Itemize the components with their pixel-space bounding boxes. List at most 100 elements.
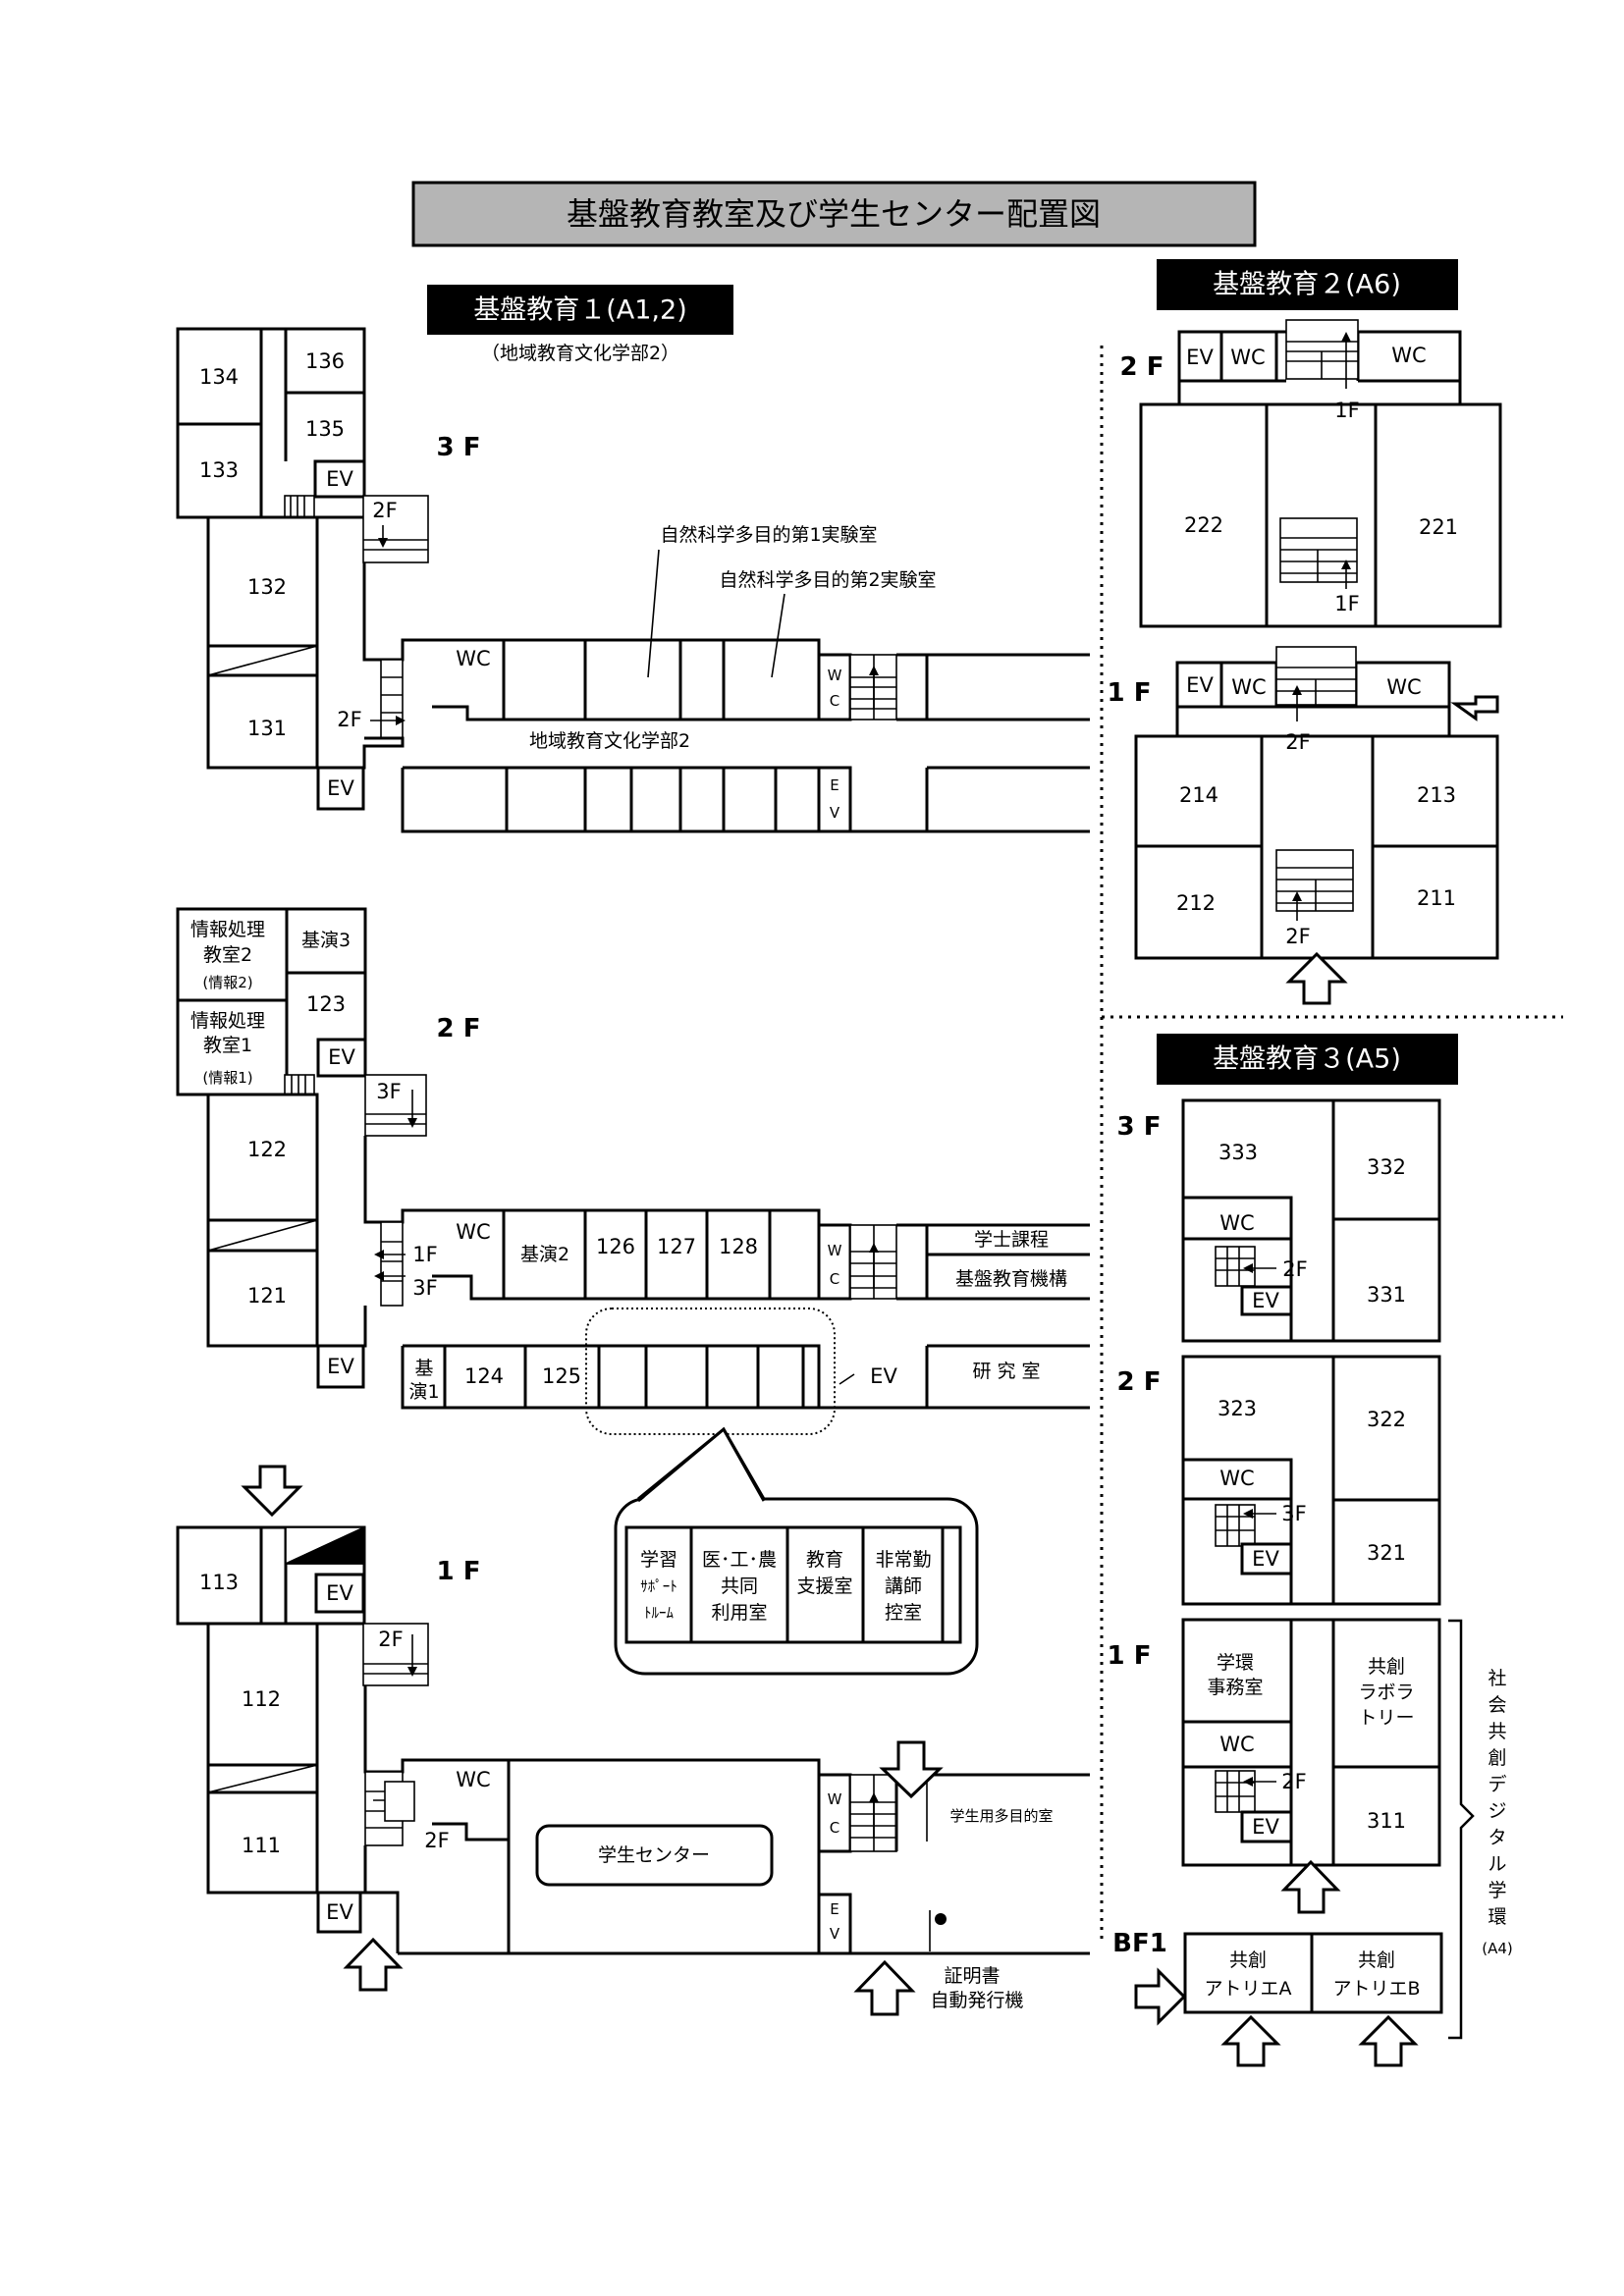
room-321: 321 xyxy=(1367,1541,1406,1565)
atelier-a-l1: 共創 xyxy=(1229,1949,1267,1971)
room-127: 127 xyxy=(657,1235,696,1258)
room-332: 332 xyxy=(1367,1155,1406,1179)
callout-gakushu-l3: ﾄﾙｰﾑ xyxy=(644,1604,675,1622)
wc-w: W xyxy=(828,667,842,684)
building-2-name: 基盤教育２(A6) xyxy=(1213,270,1401,300)
room-121: 121 xyxy=(247,1284,287,1308)
room-135: 135 xyxy=(305,417,345,441)
stair-arrow-2f-b: 2F xyxy=(337,708,361,731)
stair-arrow-2f-1f: 2F xyxy=(378,1628,403,1651)
dept-label: 地域教育文化学部2 xyxy=(529,730,690,752)
b3-1f-ev: EV xyxy=(1252,1815,1279,1839)
label-kenkyu: 研 究 室 xyxy=(972,1361,1040,1382)
room-211: 211 xyxy=(1417,886,1456,910)
room-311: 311 xyxy=(1367,1809,1406,1833)
b3-entrance-arrow xyxy=(1280,1859,1341,1914)
bracket-c5: ジ xyxy=(1488,1800,1506,1822)
building-3-header: 基盤教育３(A5) xyxy=(1157,1034,1458,1085)
b2-1f-stair-2f: 2F xyxy=(1285,730,1310,754)
b1-1f-wc: WC xyxy=(456,1768,490,1791)
wc-c: C xyxy=(830,692,839,710)
callout-shien-l1: 教育 xyxy=(806,1549,843,1571)
b1-floor-2: 2 F 情報処理 教室2 (情報2) 情報処理 教室1 (情報1) 基演3 12… xyxy=(176,907,1090,1676)
entrance-arrow-east xyxy=(879,1740,944,1799)
b3-3f-stair-2f: 2F xyxy=(1282,1257,1307,1281)
bf1-entrance-arrow-west xyxy=(1134,1967,1187,2026)
b3-2f-ev: EV xyxy=(1252,1547,1279,1571)
callout-hijokin-l1: 非常勤 xyxy=(875,1549,931,1571)
b1-2f-ev-top: EV xyxy=(328,1045,355,1069)
student-center-box xyxy=(535,1824,774,1887)
building-1-name: 基盤教育１(A1,2) xyxy=(473,295,686,326)
b2: 2 F EV WC WC 1F 222 221 1F 1 F EV WC WC xyxy=(1108,319,1502,1005)
b2-entrance-arrow-east xyxy=(1450,695,1499,721)
info-room-2-l2: 教室2 xyxy=(203,944,252,966)
stair-arrow-3f: 3F xyxy=(376,1080,401,1103)
room-322: 322 xyxy=(1367,1408,1406,1431)
title-banner: 基盤教育教室及び学生センター配置図 xyxy=(411,181,1257,247)
b2-1f-ev: EV xyxy=(1186,673,1214,697)
stair-arrow-3f-b: 3F xyxy=(412,1276,437,1300)
building-1-header: 基盤教育１(A1,2) （地域教育文化学部2） xyxy=(427,285,733,364)
lab-1-label: 自然科学多目的第1実験室 xyxy=(660,524,877,546)
b3-floor-label-bf1: BF1 xyxy=(1112,1929,1167,1958)
room-221: 221 xyxy=(1419,515,1458,539)
b1-1f-ev-bottom: EV xyxy=(326,1900,353,1924)
wc-w-1f: W xyxy=(828,1790,842,1808)
bracket-c9: 環 xyxy=(1488,1906,1506,1928)
bracket-c10: (A4) xyxy=(1482,1940,1513,1957)
room-213: 213 xyxy=(1417,783,1456,807)
callout-hijokin-l2: 講師 xyxy=(885,1575,922,1597)
room-kien1-l2: 演1 xyxy=(408,1381,439,1403)
stair-arrow-2f-1f-b: 2F xyxy=(424,1829,449,1852)
b3-1f-wc: WC xyxy=(1219,1733,1254,1756)
b2-2f-wc-1: WC xyxy=(1230,346,1265,369)
cert-label-l2: 自動発行機 xyxy=(930,1990,1023,2011)
atelier-b-l2: アトリエB xyxy=(1332,1978,1420,2000)
room-128: 128 xyxy=(719,1235,758,1258)
wc-w-2f: W xyxy=(828,1242,842,1259)
b3-1f-stair-2f: 2F xyxy=(1281,1770,1306,1793)
bracket-c2: 共 xyxy=(1488,1721,1506,1742)
label-gakushi: 学士課程 xyxy=(974,1229,1049,1251)
b3-floor-label-2f: 2 F xyxy=(1117,1367,1162,1397)
wc-c-1f: C xyxy=(830,1819,839,1837)
stair-arrow-2f: 2F xyxy=(372,499,397,522)
room-133: 133 xyxy=(199,458,239,482)
b3-floor-label-3f: 3 F xyxy=(1117,1112,1162,1142)
info-room-2-l3: (情報2) xyxy=(202,974,252,991)
office-l2: 事務室 xyxy=(1207,1677,1263,1698)
labo-l1: 共創 xyxy=(1368,1656,1405,1678)
bracket-line xyxy=(1448,1619,1475,2040)
room-333: 333 xyxy=(1218,1141,1258,1164)
b1-floor-3: 3 F EV 134 133 136 135 2F 132 131 2F xyxy=(176,327,1090,833)
room-125: 125 xyxy=(542,1364,581,1388)
callout-gakushu-l2: ｻﾎﾟｰﾄ xyxy=(640,1577,677,1595)
b2-2f-ev: EV xyxy=(1186,346,1214,369)
labo-l2: ラボラ xyxy=(1358,1682,1414,1703)
room-214: 214 xyxy=(1179,783,1218,807)
callout-shien-l2: 支援室 xyxy=(796,1575,852,1597)
entrance-arrow-north xyxy=(241,1465,303,1518)
room-kien3: 基演3 xyxy=(301,930,351,951)
room-131: 131 xyxy=(247,717,287,740)
info-room-1-l3: (情報1) xyxy=(202,1069,252,1087)
b2-floor-label-1f: 1 F xyxy=(1108,678,1152,708)
label-multi-room: 学生用多目的室 xyxy=(949,1807,1053,1825)
bracket-c4: デ xyxy=(1488,1774,1506,1795)
floor-label-2f: 2 F xyxy=(437,1014,481,1043)
b2-1f-wc-2: WC xyxy=(1386,675,1421,699)
room-222: 222 xyxy=(1184,513,1223,537)
building-1-note: （地域教育文化学部2） xyxy=(481,343,679,364)
bf1-entrance-arrow-a xyxy=(1220,2014,1281,2067)
b1-floor-1: 1 F EV 113 2F 112 111 2F EV xyxy=(176,1465,1090,2016)
ev-v-1f: V xyxy=(830,1925,840,1943)
b1-2f-wc: WC xyxy=(456,1220,490,1244)
entrance-arrow-cert xyxy=(853,1959,916,2016)
cert-label-l1: 証明書 xyxy=(944,1965,1000,1987)
b1-2f-ev-east: EV xyxy=(870,1364,897,1388)
b2-2f-wc-2: WC xyxy=(1391,344,1426,367)
callout-kyodo-l3: 利用室 xyxy=(711,1602,767,1624)
bracket-c0: 社 xyxy=(1488,1668,1506,1689)
